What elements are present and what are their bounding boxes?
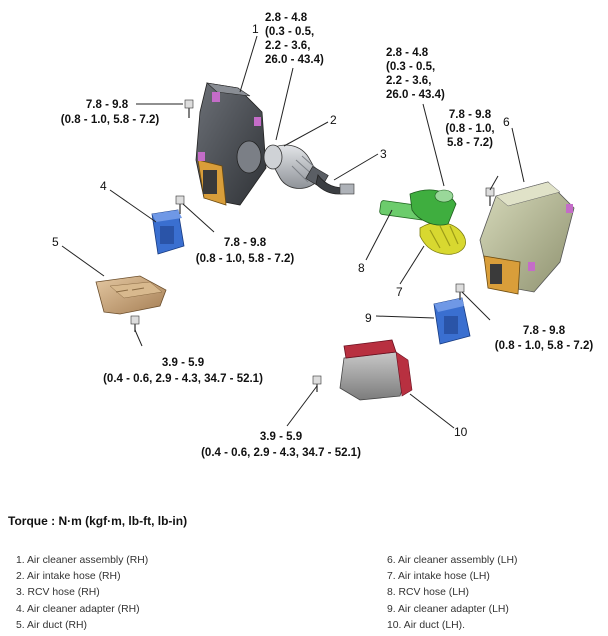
svg-text:7.8 - 9.8: 7.8 - 9.8 [224,237,267,249]
svg-text:26.0 - 43.4): 26.0 - 43.4) [386,89,445,101]
leader-lines [61,35,525,429]
legend-item: 7. Air intake hose (LH) [387,571,490,583]
svg-text:(0.3 - 0.5,: (0.3 - 0.5, [386,61,435,73]
torque-duct-rh: 3.9 - 5.9 (0.4 - 0.6, 2.9 - 4.3, 34.7 - … [103,357,263,385]
callout-9: 9 [365,311,372,325]
bolt-mid-lh [455,283,465,300]
torque-unit-label: Torque : N·m (kgf·m, lb-ft, lb-in) [8,514,188,528]
callout-8: 8 [358,261,365,275]
svg-text:(0.8 - 1.0,: (0.8 - 1.0, [445,123,494,135]
svg-text:7.8 - 9.8: 7.8 - 9.8 [449,109,492,121]
callout-6: 6 [503,115,510,129]
svg-text:(0.3 - 0.5,: (0.3 - 0.5, [265,26,314,38]
legend-rh: 1. Air cleaner assembly (RH) 2. Air inta… [16,553,148,634]
callout-3: 3 [380,147,387,161]
air-duct-lh [339,339,413,401]
callout-4: 4 [100,179,107,193]
legend-item: 8. RCV hose (LH) [387,587,469,599]
svg-text:3.9 - 5.9: 3.9 - 5.9 [162,357,204,369]
legend-item: 2. Air intake hose (RH) [16,571,121,583]
bolt-duct-lh [312,375,322,392]
svg-text:2.8 - 4.8: 2.8 - 4.8 [386,47,429,59]
torque-duct-lh: 3.9 - 5.9 (0.4 - 0.6, 2.9 - 4.3, 34.7 - … [201,431,361,459]
air-duct-rh [95,275,167,315]
svg-text:7.8 - 9.8: 7.8 - 9.8 [523,325,566,337]
torque-bolt-top-lh: 7.8 - 9.8 (0.8 - 1.0, 5.8 - 7.2) [445,109,494,149]
torque-bolt-top-rh: 7.8 - 9.8 (0.8 - 1.0, 5.8 - 7.2) [61,99,160,126]
exploded-parts-diagram: 1 2 3 4 5 6 7 8 9 10 2.8 - 4.8 (0.3 - 0.… [52,12,594,459]
svg-text:(0.4 - 0.6, 2.9 - 4.3, 34.7 -: (0.4 - 0.6, 2.9 - 4.3, 34.7 - 52.1) [201,447,361,459]
air-intake-hose-lh [419,222,466,255]
legend-item: 5. Air duct (RH) [16,619,88,631]
rcv-hose-rh [315,174,355,195]
rcv-hose-lh [379,189,457,226]
legend-item: 4. Air cleaner adapter (RH) [16,603,140,615]
svg-text:(0.4 - 0.6, 2.9 - 4.3, 34.7 -: (0.4 - 0.6, 2.9 - 4.3, 34.7 - 52.1) [103,373,263,385]
torque-bolt-mid-lh: 7.8 - 9.8 (0.8 - 1.0, 5.8 - 7.2) [495,325,594,352]
svg-text:(0.8 - 1.0, 5.8 - 7.2): (0.8 - 1.0, 5.8 - 7.2) [495,340,594,352]
svg-text:26.0 - 43.4): 26.0 - 43.4) [265,54,324,66]
bolt-duct-rh [130,315,140,332]
air-cleaner-assembly-rh [195,82,267,206]
legend-item: 3. RCV hose (RH) [16,587,100,599]
svg-text:5.8 - 7.2): 5.8 - 7.2) [447,137,493,149]
legend-item: 6. Air cleaner assembly (LH) [387,555,518,566]
legend-item: 9. Air cleaner adapter (LH) [387,603,509,615]
legend-item: 10. Air duct (LH). [387,619,465,631]
svg-text:2.8 - 4.8: 2.8 - 4.8 [265,12,308,24]
legend-lh: 6. Air cleaner assembly (LH) 7. Air inta… [387,553,518,634]
svg-text:(0.8 - 1.0, 5.8 - 7.2): (0.8 - 1.0, 5.8 - 7.2) [196,253,295,265]
bolt-top-rh [184,99,194,118]
callout-2: 2 [330,113,337,127]
legend-item: 1. Air cleaner assembly (RH) [16,555,149,566]
torque-bolt-mid-rh: 7.8 - 9.8 (0.8 - 1.0, 5.8 - 7.2) [196,237,295,265]
svg-text:2.2 - 3.6,: 2.2 - 3.6, [265,40,310,52]
callout-1: 1 [252,22,259,36]
callout-10: 10 [454,425,468,439]
air-cleaner-adapter-rh [151,209,185,255]
svg-text:2.2 - 3.6,: 2.2 - 3.6, [386,75,431,87]
torque-hose-lh: 2.8 - 4.8 (0.3 - 0.5, 2.2 - 3.6, 26.0 - … [386,47,445,101]
bolt-top-lh [485,187,495,206]
bolt-mid-rh [175,195,185,214]
svg-text:3.9 - 5.9: 3.9 - 5.9 [260,431,302,443]
torque-hose-rh: 2.8 - 4.8 (0.3 - 0.5, 2.2 - 3.6, 26.0 - … [265,12,324,66]
air-cleaner-assembly-lh [479,181,575,295]
callout-7: 7 [396,285,403,299]
svg-text:7.8 - 9.8: 7.8 - 9.8 [86,99,129,111]
svg-text:(0.8 - 1.0, 5.8 - 7.2): (0.8 - 1.0, 5.8 - 7.2) [61,114,160,126]
air-cleaner-adapter-lh [433,297,471,345]
callout-5: 5 [52,235,59,249]
